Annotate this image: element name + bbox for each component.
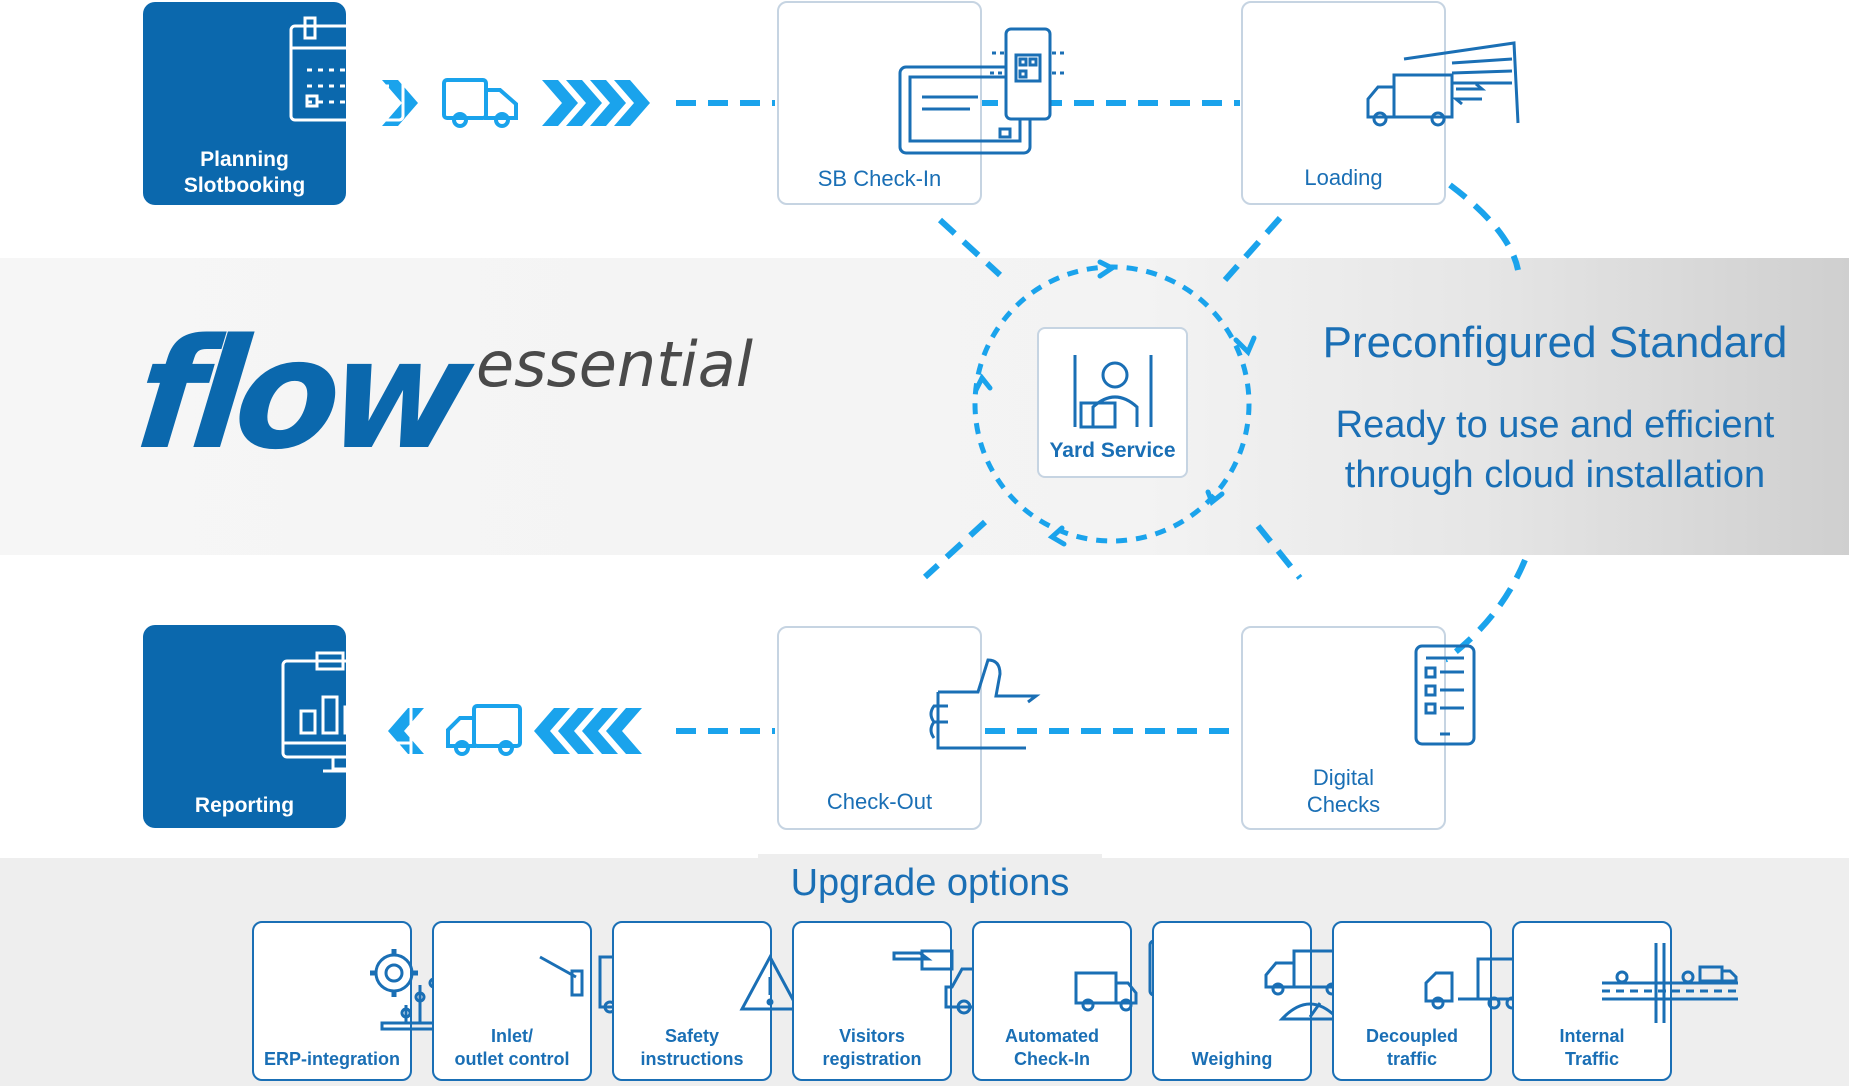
brand-essential-wordmark: essential — [476, 328, 753, 401]
yard-service-label: Yard Service — [1049, 439, 1176, 462]
reporting-box: Reporting — [143, 625, 412, 828]
planning-slotbooking-box: Planning Slotbooking — [143, 2, 404, 205]
reporting-label: Reporting — [194, 794, 295, 817]
digital-checks-card: Digital Checks — [1241, 626, 1475, 830]
thumbs-up-icon — [929, 658, 1040, 750]
road-traffic-icon — [1602, 943, 1738, 1023]
slotbooking-label: Slotbooking — [183, 174, 306, 197]
option-automated-checkin: Automated Check-In — [972, 921, 1180, 1081]
option-safety-instructions: Safety instructions — [612, 921, 801, 1081]
standard-title: Preconfigured Standard — [1322, 318, 1788, 367]
option-internal-traffic: Internal Traffic — [1512, 921, 1738, 1081]
center-band — [0, 258, 1849, 555]
brand-flow-wordmark: flow — [128, 306, 471, 483]
warning-triangle-icon — [739, 953, 801, 1011]
option-erp-integration: ERP-integration — [252, 921, 460, 1081]
checks-label: Checks — [1306, 792, 1381, 817]
sb-checkin-card: SB Check-In — [777, 1, 1066, 205]
checklist-tablet-icon — [1414, 644, 1475, 746]
planning-label: Planning — [200, 148, 289, 171]
monitor-chart-icon — [281, 651, 412, 773]
option-label: Internal Traffic — [1559, 1026, 1625, 1069]
checkout-card: Check-Out — [777, 626, 1040, 830]
sb-checkin-label: SB Check-In — [817, 166, 942, 191]
loading-card: Loading — [1241, 1, 1519, 205]
option-decoupled-traffic: Decoupled traffic — [1332, 921, 1558, 1081]
option-inlet-outlet-control: Inlet/ outlet control — [432, 921, 652, 1081]
option-label: Automated Check-In — [1005, 1026, 1099, 1069]
digital-label: Digital — [1312, 765, 1375, 790]
truck-icon — [442, 78, 518, 128]
option-label: Inlet/ outlet control — [454, 1026, 570, 1069]
standard-subtitle: Ready to use and efficient through cloud… — [1300, 400, 1810, 500]
option-label: Visitors registration — [822, 1026, 922, 1069]
option-label: Decoupled traffic — [1365, 1026, 1458, 1069]
option-label: ERP-integration — [263, 1049, 400, 1069]
standard-line-2: through cloud installation — [1344, 454, 1766, 496]
tablet-qr-icon — [898, 27, 1066, 155]
calendar-icon — [289, 16, 404, 122]
loading-dock-icon — [1366, 41, 1519, 127]
option-weighing: Weighing — [1152, 921, 1348, 1081]
upgrade-title: Upgrade options — [790, 862, 1070, 904]
option-label: Weighing — [1191, 1049, 1273, 1069]
loading-label: Loading — [1304, 165, 1383, 190]
checkout-label: Check-Out — [826, 789, 933, 814]
person-desk-icon — [1073, 355, 1153, 429]
standard-line-1: Ready to use and efficient — [1335, 404, 1775, 446]
yard-service-card: Yard Service — [1037, 327, 1188, 478]
upgrade-tab — [758, 852, 1102, 912]
option-label: Safety instructions — [640, 1026, 744, 1069]
option-visitors-registration: Visitors registration — [792, 921, 1018, 1081]
truck-icon — [446, 704, 522, 756]
